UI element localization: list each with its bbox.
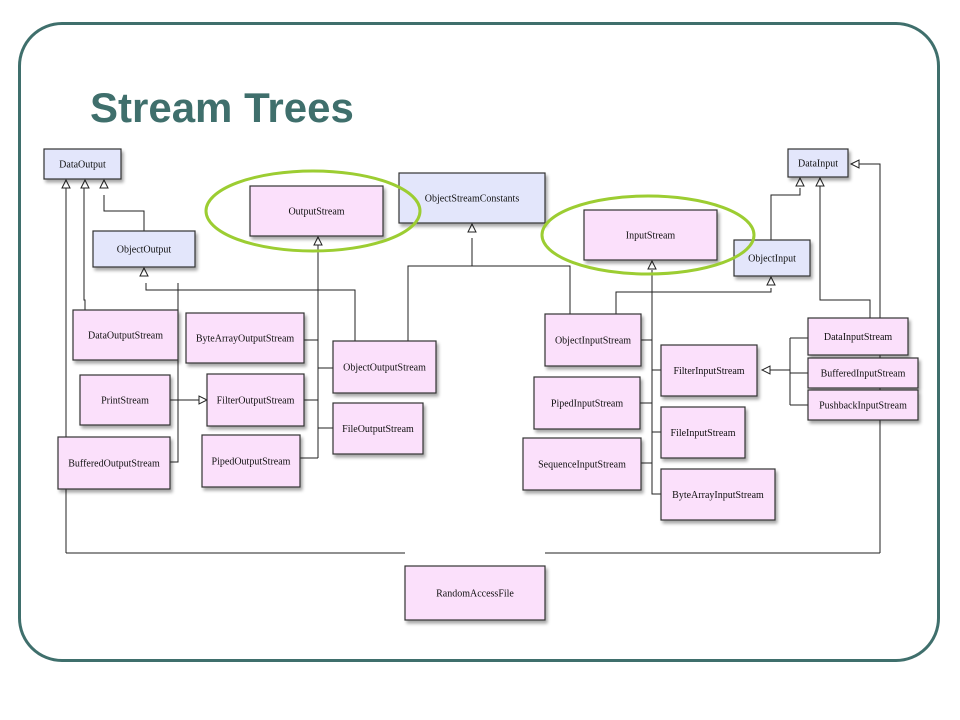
print-stream-box: PrintStream xyxy=(79,374,171,426)
input-stream-label: InputStream xyxy=(626,231,676,242)
piped-input-stream-box: PipedInputStream xyxy=(533,376,641,430)
inheritance-arrowhead xyxy=(795,176,805,187)
object-input-stream-box: ObjectInputStream xyxy=(544,313,642,367)
data-input-label: DataInput xyxy=(798,159,838,170)
object-input-stream-label: ObjectInputStream xyxy=(555,336,631,347)
object-output-box: ObjectOutput xyxy=(92,230,196,268)
object-output-stream-label: ObjectOutputStream xyxy=(343,363,426,374)
byte-array-output-stream-label: ByteArrayOutputStream xyxy=(196,334,295,345)
random-access-file-label: RandomAccessFile xyxy=(436,589,514,600)
inheritance-arrowhead xyxy=(849,159,860,169)
inheritance-arrowhead xyxy=(99,178,109,189)
inheritance-arrowhead xyxy=(467,222,477,233)
filter-input-stream-label: FilterInputStream xyxy=(673,366,744,377)
byte-array-output-stream-box: ByteArrayOutputStream xyxy=(185,312,305,364)
object-input-box: ObjectInput xyxy=(733,239,811,277)
file-output-stream-label: FileOutputStream xyxy=(342,424,414,435)
highlight-ellipses xyxy=(204,169,756,276)
inheritance-arrowheads xyxy=(61,159,860,405)
inheritance-arrowhead xyxy=(61,178,71,189)
data-input-box: DataInput xyxy=(787,148,849,178)
connector-line xyxy=(407,238,473,341)
piped-output-stream-label: PipedOutputStream xyxy=(212,457,291,468)
byte-array-input-stream-label: ByteArrayInputStream xyxy=(672,490,764,501)
buffered-input-stream-label: BufferedInputStream xyxy=(821,369,906,380)
inheritance-arrowhead xyxy=(647,259,657,270)
buffered-output-stream-box: BufferedOutputStream xyxy=(57,436,171,490)
object-stream-constants-label: ObjectStreamConstants xyxy=(425,194,520,205)
inheritance-arrowhead xyxy=(80,178,90,189)
pushback-input-stream-label: PushbackInputStream xyxy=(819,401,907,412)
piped-input-stream-label: PipedInputStream xyxy=(551,399,623,410)
inheritance-arrowhead xyxy=(139,266,149,277)
connector-line xyxy=(856,163,881,553)
object-input-label: ObjectInput xyxy=(748,254,796,265)
filter-output-stream-box: FilterOutputStream xyxy=(206,373,305,427)
file-input-stream-label: FileInputStream xyxy=(671,428,736,439)
slide-title: Stream Trees xyxy=(90,84,354,131)
file-output-stream-box: FileOutputStream xyxy=(332,402,424,455)
inheritance-arrowhead xyxy=(198,395,209,405)
piped-output-stream-box: PipedOutputStream xyxy=(201,434,301,488)
connector-line xyxy=(651,270,661,495)
byte-array-input-stream-box: ByteArrayInputStream xyxy=(660,468,776,521)
object-output-label: ObjectOutput xyxy=(117,245,172,256)
file-input-stream-box: FileInputStream xyxy=(660,406,746,459)
buffered-output-stream-label: BufferedOutputStream xyxy=(68,459,160,470)
sequence-input-stream-box: SequenceInputStream xyxy=(522,437,642,491)
input-stream-box: InputStream xyxy=(583,209,718,261)
filter-input-stream-box: FilterInputStream xyxy=(660,344,758,397)
inheritance-arrowhead xyxy=(766,275,776,286)
inheritance-arrowhead xyxy=(313,235,323,246)
input-stream-highlight xyxy=(540,194,756,276)
print-stream-label: PrintStream xyxy=(101,396,149,407)
inheritance-arrowhead xyxy=(760,365,771,375)
connector-line xyxy=(472,265,571,314)
data-output-stream-label: DataOutputStream xyxy=(88,331,163,342)
output-stream-label: OutputStream xyxy=(288,207,344,218)
pushback-input-stream-box: PushbackInputStream xyxy=(807,389,919,421)
inheritance-connectors xyxy=(65,163,881,554)
connector-line xyxy=(770,188,801,240)
data-input-stream-box: DataInputStream xyxy=(807,317,909,356)
connector-line xyxy=(819,188,871,318)
connector-line xyxy=(83,188,86,310)
connector-line xyxy=(145,283,356,341)
sequence-input-stream-label: SequenceInputStream xyxy=(538,460,626,471)
data-input-stream-label: DataInputStream xyxy=(824,332,893,343)
data-output-box: DataOutput xyxy=(43,148,122,180)
inheritance-arrowhead xyxy=(815,176,825,187)
output-stream-highlight xyxy=(204,169,422,253)
buffered-input-stream-box: BufferedInputStream xyxy=(807,357,919,389)
data-output-stream-box: DataOutputStream xyxy=(72,309,179,361)
data-output-label: DataOutput xyxy=(59,160,106,171)
object-output-stream-box: ObjectOutputStream xyxy=(332,340,437,394)
filter-output-stream-label: FilterOutputStream xyxy=(217,396,295,407)
output-stream-box: OutputStream xyxy=(249,185,384,237)
connector-line xyxy=(103,208,145,231)
random-access-file-box: RandomAccessFile xyxy=(404,565,546,621)
object-stream-constants-box: ObjectStreamConstants xyxy=(398,172,546,224)
connector-line xyxy=(615,288,772,314)
